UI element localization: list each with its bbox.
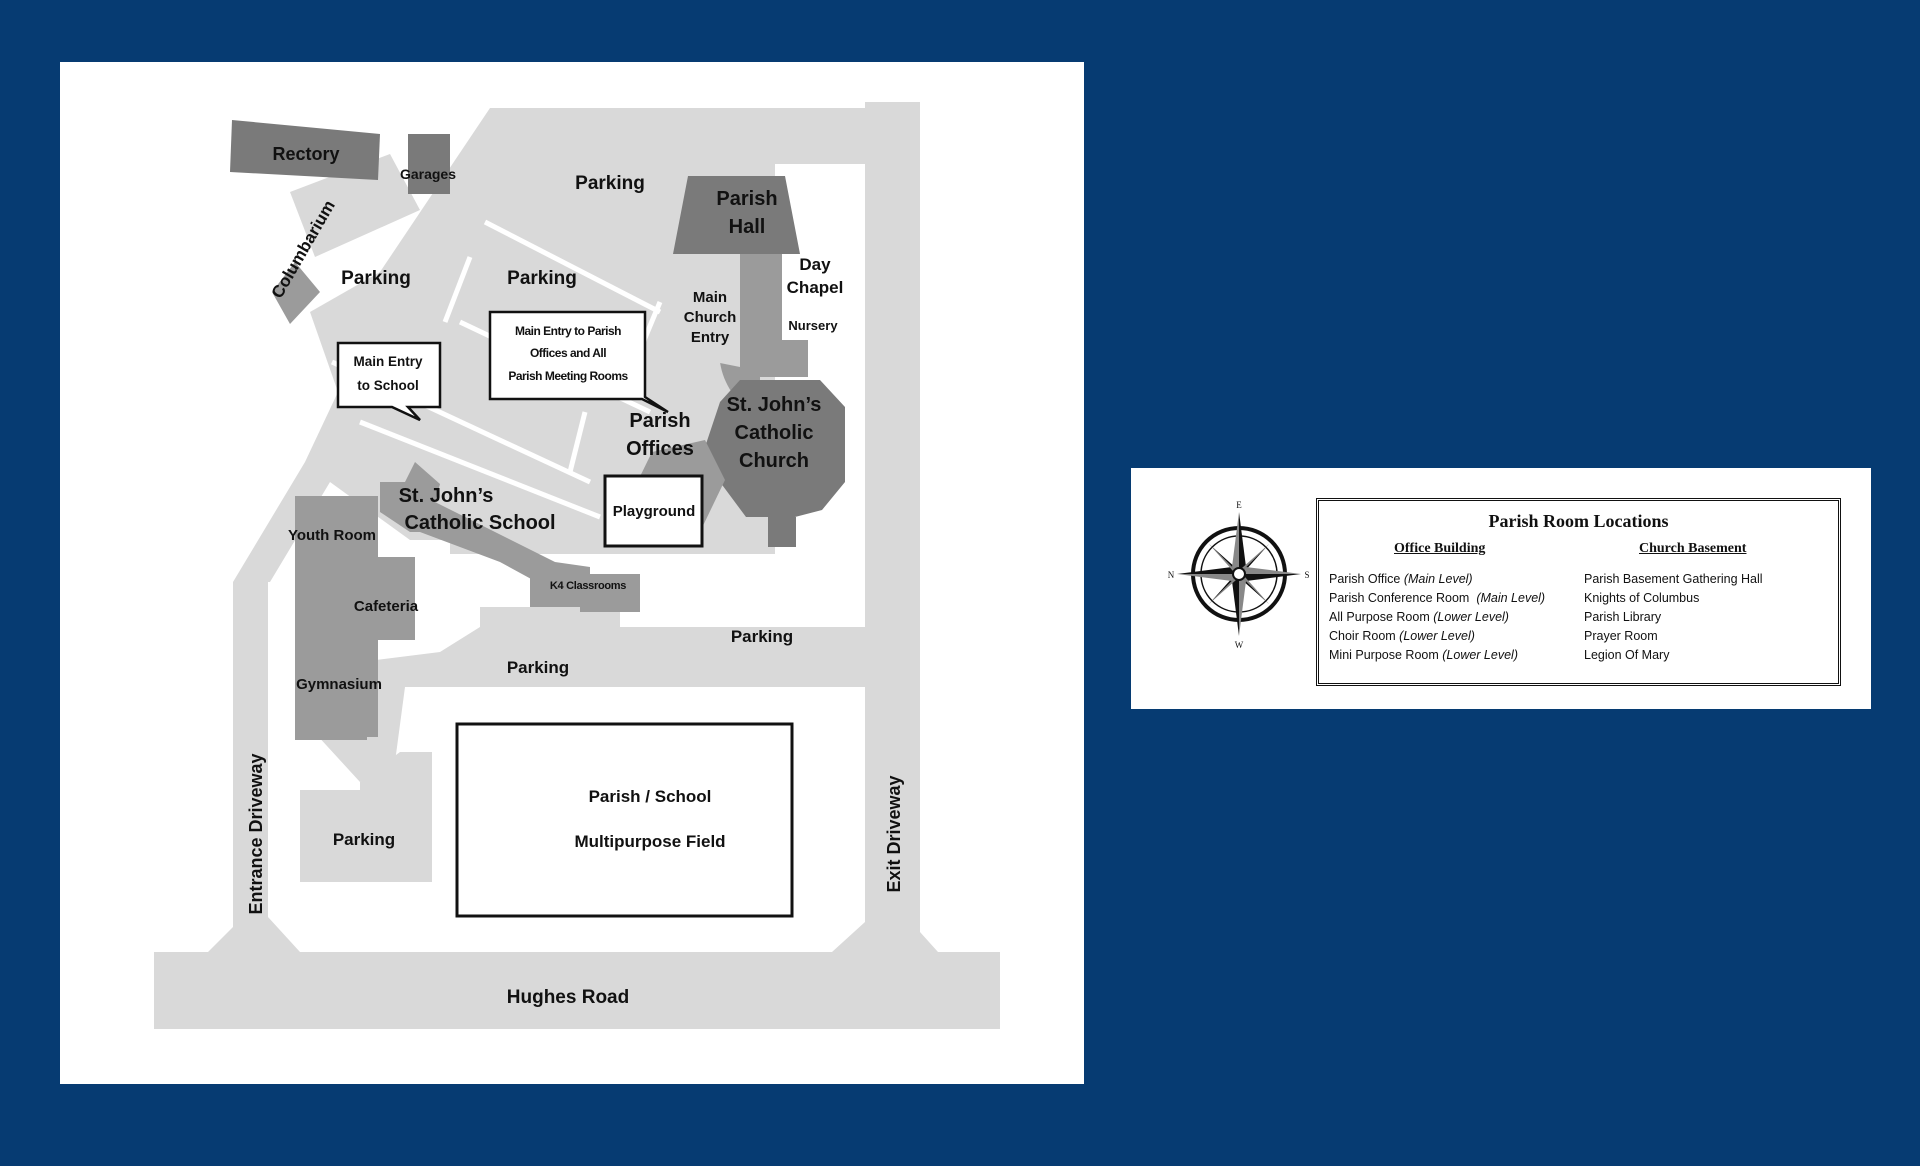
- lower-parking-area: [305, 627, 865, 782]
- list-item: Legion Of Mary: [1584, 648, 1670, 662]
- playground-label: Playground: [613, 503, 696, 520]
- cafeteria-label: Cafeteria: [354, 598, 419, 615]
- list-item: Parish Basement Gathering Hall: [1584, 572, 1763, 586]
- hughes-road-area: [154, 952, 1000, 1029]
- church-label-line3: Church: [739, 450, 809, 472]
- bottom-left-parking-link: [268, 752, 432, 790]
- youth-room-label: Youth Room: [288, 527, 376, 544]
- columbarium-marker: [272, 262, 320, 324]
- callout-parish-line1: Main Entry to Parish: [515, 324, 621, 338]
- k4-classrooms-building: [530, 574, 640, 612]
- parking-label-mid: Parking: [507, 658, 569, 677]
- main-church-entry-court: [699, 254, 740, 367]
- list-item: Prayer Room: [1584, 629, 1658, 643]
- list-item: Parish Library: [1584, 610, 1662, 624]
- school-label-line2: Catholic School: [404, 512, 555, 534]
- exit-driveway-label: Exit Driveway: [884, 775, 904, 892]
- main-church-entry-label-line1: Main: [693, 289, 727, 306]
- compass-s-label: S: [1304, 570, 1309, 580]
- columbarium-path: [290, 154, 420, 257]
- school-building: [380, 462, 590, 592]
- legend-title: Parish Room Locations: [1488, 511, 1669, 531]
- church-label-line1: St. John’s: [727, 394, 822, 416]
- parish-entry-callout: [488, 310, 669, 414]
- school-entry-callout: [336, 341, 442, 422]
- site-map: Rectory Garages Parking Parish Hall Colu…: [60, 62, 1084, 1084]
- compass-rose-icon: E N S W: [1168, 500, 1310, 650]
- list-item: All Purpose Room (Lower Level): [1329, 610, 1509, 624]
- gymnasium-label: Gymnasium: [296, 676, 382, 693]
- parish-hall-label-line1: Parish: [716, 188, 777, 210]
- day-chapel-label-line1: Day: [799, 255, 831, 274]
- nursery-label: Nursery: [788, 318, 838, 333]
- list-item: Choir Room (Lower Level): [1329, 629, 1475, 643]
- church-basement-column: Church Basement Parish Basement Gatherin…: [1584, 541, 1763, 665]
- k4-classrooms-label: K4 Classrooms: [550, 580, 626, 592]
- parking-label-left: Parking: [341, 268, 411, 289]
- list-item: Mini Purpose Room (Lower Level): [1329, 648, 1518, 662]
- church-basement-heading: Church Basement: [1639, 541, 1747, 556]
- callout-parish-line2: Offices and All: [530, 346, 606, 360]
- bottom-left-parking-area: [300, 790, 432, 882]
- compass-e-label: E: [1236, 500, 1242, 510]
- garages-building: [408, 134, 450, 194]
- rectory-label: Rectory: [272, 144, 339, 164]
- hughes-road-label: Hughes Road: [507, 987, 629, 1008]
- day-chapel-building: [719, 254, 808, 397]
- room-locations-legend: E N S W Parish Room Locations Office Bui…: [1131, 468, 1871, 709]
- lower-parking-connector: [480, 607, 620, 632]
- site-map-drawing: Rectory Garages Parking Parish Hall Colu…: [154, 102, 1000, 1029]
- gymnasium-cafeteria-building: [295, 496, 415, 740]
- rectory-building: [230, 120, 380, 180]
- main-church-entry-label-line2: Church: [684, 309, 737, 326]
- school-label-line1: St. John’s: [399, 485, 494, 507]
- parish-offices-label-line1: Parish: [629, 410, 690, 432]
- exit-driveway-area: [832, 102, 938, 952]
- compass-w-label: W: [1235, 640, 1244, 650]
- buildings: [230, 120, 845, 918]
- list-item: Parish Conference Room (Main Level): [1329, 591, 1546, 605]
- compass-n-label: N: [1168, 570, 1175, 580]
- parish-offices-label-line2: Offices: [626, 438, 694, 460]
- callout-parish-line3: Parish Meeting Rooms: [508, 369, 628, 383]
- parking-label-bottom-left: Parking: [333, 830, 395, 849]
- map-labels: Rectory Garages Parking Parish Hall Colu…: [246, 144, 904, 1008]
- field-label-line2: Multipurpose Field: [574, 832, 725, 851]
- parking-label-center: Parking: [507, 268, 577, 289]
- playground-box: [603, 474, 704, 548]
- multipurpose-field: [455, 722, 794, 918]
- parking-label-top: Parking: [575, 173, 645, 194]
- church-label-line2: Catholic: [735, 422, 814, 444]
- office-building-heading: Office Building: [1394, 541, 1486, 556]
- callouts: [336, 310, 669, 422]
- callout-school-line2: to School: [357, 378, 419, 393]
- parking-label-right-mid: Parking: [731, 627, 793, 646]
- garages-label: Garages: [400, 166, 456, 182]
- list-item: Knights of Columbus: [1584, 591, 1700, 605]
- callout-school-line1: Main Entry: [353, 354, 423, 369]
- church-apse: [768, 517, 796, 547]
- day-chapel-label-line2: Chapel: [787, 278, 844, 297]
- church-building: [705, 380, 845, 517]
- office-building-column: Office Building Parish Office (Main Leve…: [1329, 541, 1545, 665]
- field-label-line1: Parish / School: [589, 787, 712, 806]
- entrance-driveway-label: Entrance Driveway: [246, 753, 266, 914]
- parish-hall-building: [673, 176, 800, 254]
- entrance-driveway-area: [208, 582, 300, 952]
- main-church-entry-label-line3: Entry: [691, 329, 730, 346]
- parish-hall-label-line2: Hall: [729, 216, 766, 238]
- legend-box: Parish Room Locations Office Building Pa…: [1316, 498, 1841, 686]
- list-item: Parish Office (Main Level): [1329, 572, 1473, 586]
